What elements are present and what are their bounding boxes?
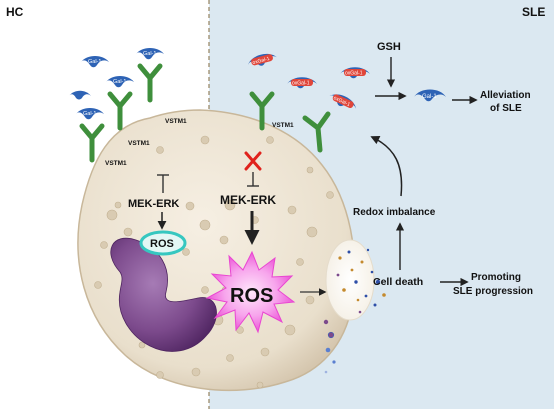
- hc-panel-label: HC: [6, 5, 24, 19]
- oxgal1-label-sle-1: oxGal-1: [252, 56, 271, 66]
- gal1-hc-bound-3: Gal-1: [76, 108, 104, 120]
- vstm1-receptor-hc-3: [79, 123, 105, 163]
- apoptotic-bleb: [325, 239, 375, 321]
- cell-death-label: Cell death: [373, 276, 423, 288]
- gal1-restored: Gal-1: [414, 89, 446, 102]
- alleviation-label-1: Alleviation: [480, 90, 531, 101]
- ros-small-hc: [139, 230, 187, 256]
- gal1-label-restored: Gal-1: [422, 94, 437, 100]
- promoting-label-2: SLE progression: [453, 286, 533, 297]
- cell-debris: [323, 279, 386, 374]
- hc-inhibition-arrow: [157, 174, 169, 193]
- redox-imbalance-label: Redox imbalance: [353, 207, 436, 218]
- promoting-label-1: Promoting: [471, 272, 521, 283]
- redox-feedback-arrow: [370, 136, 403, 197]
- gal1-label-hc-3: Gal-1: [83, 111, 96, 117]
- oxgal1-sle-1: oxGal-1: [247, 53, 277, 66]
- oxgal1-sle-4: oxGal-1: [340, 67, 370, 79]
- inhibition-blocked-x-icon: [244, 151, 262, 187]
- oxgal1-sle-2: oxGal-1: [287, 77, 317, 89]
- gal1-hc-bound-2: Gal-1: [106, 76, 134, 88]
- oxgal1-label-sle-2: oxGal-1: [292, 81, 310, 87]
- vstm1-label-sle: VSTM1: [272, 122, 294, 129]
- ros-label-hc: ROS: [150, 238, 174, 250]
- gal1-hc-free: Gal-1: [81, 56, 109, 68]
- mek-erk-label-sle: MEK-ERK: [220, 193, 276, 207]
- vstm1-label-hc-2: VSTM1: [128, 140, 150, 147]
- oxgal1-label-sle-4: oxGal-1: [345, 71, 363, 77]
- gal1-label-hc-2: Gal-1: [113, 79, 126, 85]
- mek-erk-label-hc: MEK-ERK: [128, 198, 179, 210]
- gal1-label-hc-free: Gal-1: [88, 59, 101, 65]
- cell: [77, 109, 356, 392]
- vstm1-receptor-hc-1: [137, 63, 163, 103]
- alleviation-label-2: of SLE: [490, 103, 522, 114]
- ros-label-sle: ROS: [230, 285, 273, 307]
- vstm1-receptor-hc-2: [107, 91, 133, 131]
- vstm1-receptor-sle-1: [249, 91, 275, 131]
- ros-burst-sle: [205, 250, 296, 334]
- sle-panel-label: SLE: [522, 5, 545, 19]
- gal1-label-hc-1: Gal-1: [143, 51, 156, 57]
- vstm1-label-hc-1: VSTM1: [165, 118, 187, 125]
- vstm1-label-hc-3: VSTM1: [105, 160, 127, 167]
- vstm1-receptor-sle-2: [302, 111, 331, 153]
- gal1-hc-free-2: [69, 90, 91, 100]
- gsh-label: GSH: [377, 41, 401, 53]
- gal1-hc-bound-1: Gal-1: [136, 48, 164, 60]
